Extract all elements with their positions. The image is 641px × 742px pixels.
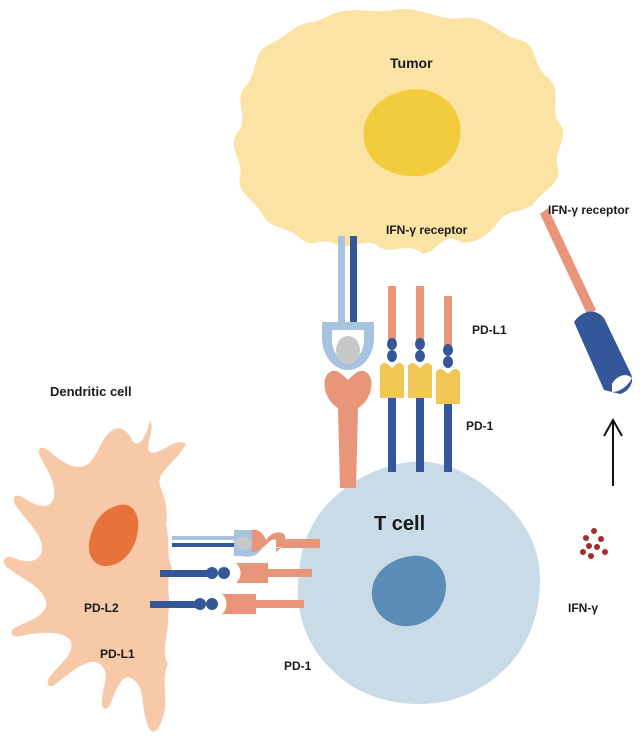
ifn-receptor-tube	[574, 311, 633, 394]
tumor-mhc-tcr-complex	[322, 236, 374, 488]
label-pd-l1-tumor: PD-L1	[472, 323, 507, 337]
dc-pd-pair-2	[150, 594, 304, 614]
t-cell-nucleus	[371, 555, 446, 627]
dendritic-cell	[3, 420, 187, 732]
dendritic-nucleus	[88, 504, 139, 566]
tcr-y	[324, 370, 372, 488]
label-pd-l1-dc: PD-L1	[100, 647, 135, 661]
t-cell	[298, 461, 540, 704]
ifn-gamma-receptor-side	[540, 208, 633, 559]
pd-pair-1	[380, 286, 404, 472]
label-pd-l2: PD-L2	[84, 601, 119, 615]
label-dendritic-cell: Dendritic cell	[50, 384, 132, 399]
dc-pd-pair-1	[160, 563, 312, 583]
label-pd-1-dc: PD-1	[284, 659, 312, 673]
dc-tcell-receptors	[150, 529, 320, 614]
label-ifn-gamma: IFN-γ	[568, 601, 598, 615]
pd-pair-2	[408, 286, 432, 472]
antigen-peptide	[336, 336, 360, 364]
label-t-cell: T cell	[374, 513, 425, 535]
label-ifn-receptor-side: IFN-γ receptor	[548, 203, 630, 217]
tumor-cell	[233, 9, 564, 254]
dc-mhc-tcr	[172, 529, 320, 557]
label-ifn-receptor-tumor: IFN-γ receptor	[386, 223, 468, 237]
pd-pair-3	[436, 296, 460, 472]
label-pd-1-tumor: PD-1	[466, 419, 494, 433]
ifn-gamma-molecules	[580, 528, 608, 559]
dendritic-cell-body	[3, 420, 187, 732]
label-tumor: Tumor	[390, 55, 433, 71]
tumor-nucleus	[363, 89, 461, 177]
tumor-pdl1-pd1-pairs	[380, 286, 460, 472]
